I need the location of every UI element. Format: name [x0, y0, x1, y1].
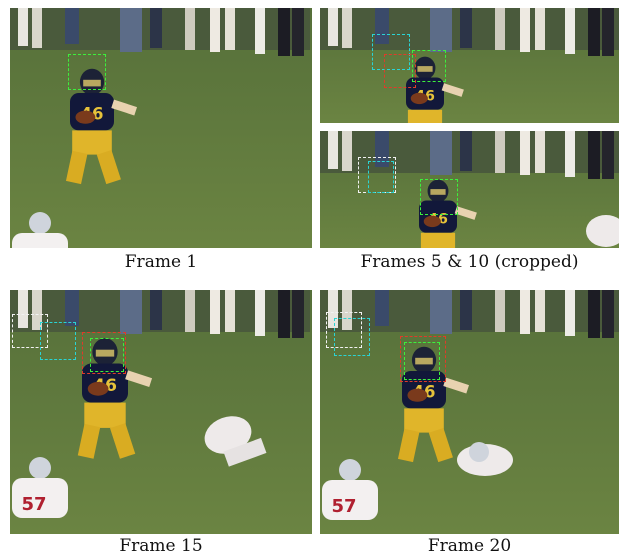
track-box-cyan — [372, 34, 410, 70]
track-box-white — [12, 314, 48, 348]
track-box-green — [404, 342, 440, 380]
track-box-red — [400, 336, 446, 382]
frames-5-10-caption: Frames 5 & 10 (cropped) — [360, 252, 579, 272]
track-box-cyan — [40, 322, 76, 360]
frame-5-image — [320, 8, 619, 123]
track-box-cyan — [368, 161, 394, 193]
frame-10-image — [320, 131, 619, 248]
track-box-white — [326, 312, 362, 348]
track-box-green — [412, 50, 446, 82]
track-box-green — [420, 179, 458, 215]
track-box-red — [82, 332, 126, 374]
frame-1-caption: Frame 1 — [124, 252, 198, 272]
track-box-cyan — [334, 318, 370, 356]
frame-1-image — [10, 8, 312, 248]
frame-15-caption: Frame 15 — [119, 536, 203, 556]
track-box-red — [384, 54, 416, 88]
track-box-green — [90, 338, 124, 372]
frame-20-caption: Frame 20 — [427, 536, 512, 556]
frame-20-image — [320, 290, 619, 534]
frame-15-image — [10, 290, 312, 534]
track-box-green — [68, 54, 106, 90]
